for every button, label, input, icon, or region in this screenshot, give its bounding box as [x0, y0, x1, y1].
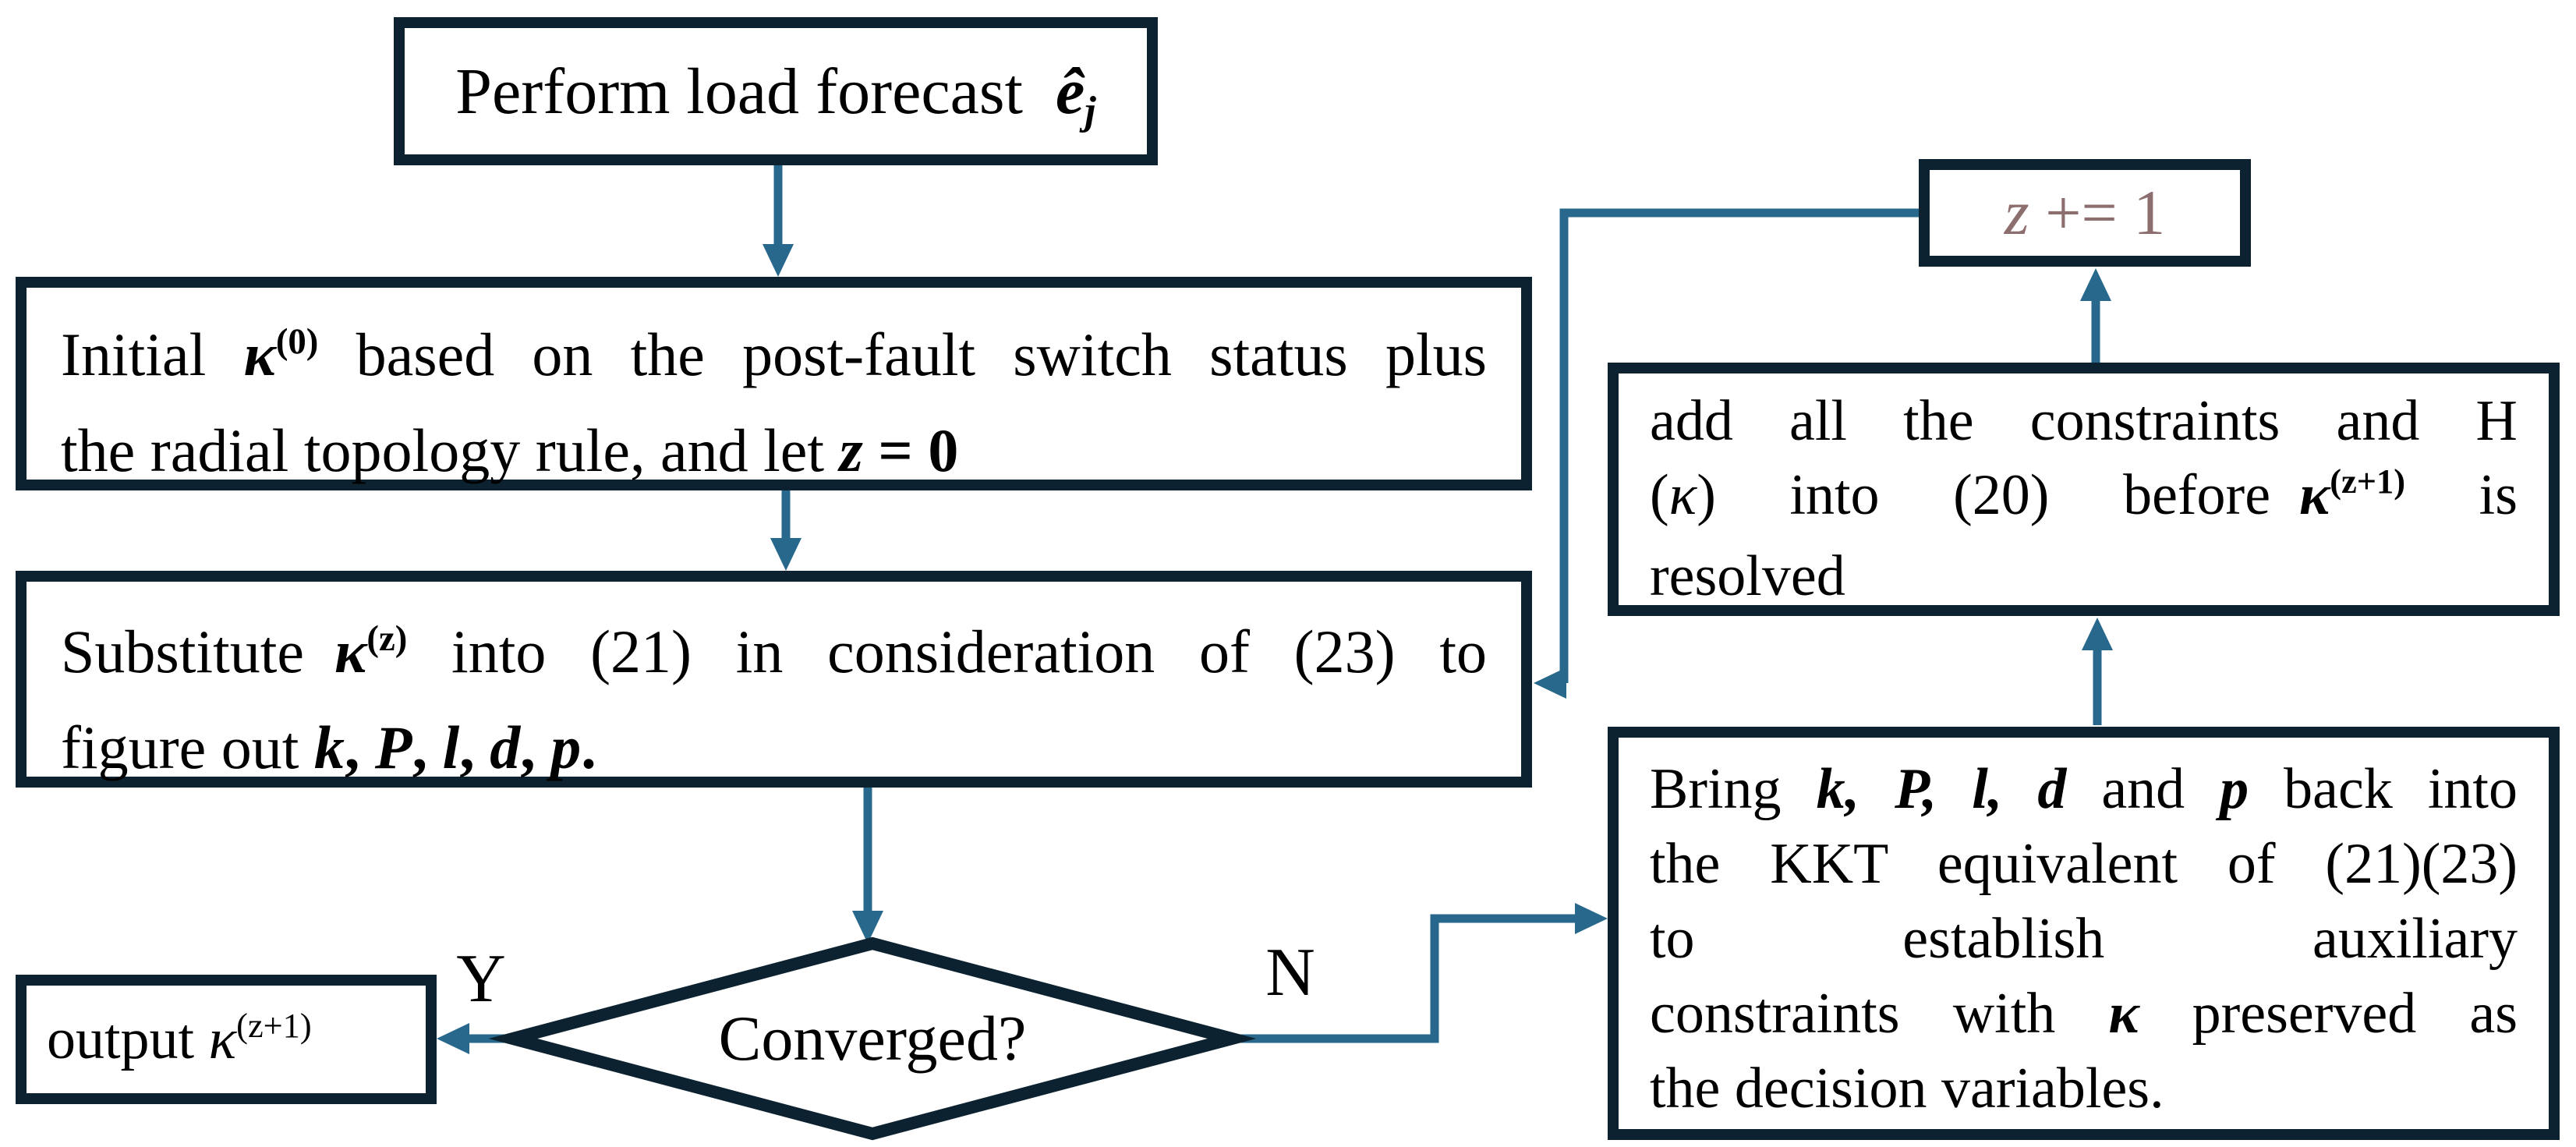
- node-text: output κ(z+1): [47, 1005, 312, 1071]
- arrowhead-up-increment: [2080, 268, 2111, 301]
- branch-label-no: N: [1265, 935, 1315, 1011]
- node-text-line: constraints with κ preserved as: [1650, 982, 2518, 1046]
- node-text-line: resolved: [1650, 544, 1845, 608]
- node-text-line: Initial κ(0) based on the post-fault swi…: [61, 320, 1487, 388]
- node-substitute-kappa: Substitute κ(z) into (21) in considerati…: [16, 571, 1532, 788]
- arrowhead-down-init: [763, 244, 794, 277]
- arrowhead-down-substitute: [770, 538, 801, 571]
- node-text: z += 1: [2004, 177, 2166, 248]
- branch-label-yes: Y: [456, 941, 506, 1017]
- decision-converged-label: Converged?: [718, 1003, 1027, 1074]
- arrowhead-left-substitute: [1534, 667, 1566, 699]
- node-text-line: figure out k, P, l, d, p.: [61, 713, 596, 781]
- node-text-line: the radial topology rule, and let z = 0: [61, 416, 959, 484]
- node-text-line: the KKT equivalent of (21)(23): [1650, 832, 2518, 896]
- node-output-kappa: output κ(z+1): [16, 975, 437, 1104]
- node-text-line: Bring k, P, l, d and p back into: [1650, 757, 2518, 821]
- node-text-line: add all the constraints and H: [1650, 389, 2518, 453]
- arrowhead-down-decision: [852, 911, 883, 943]
- node-bring-back-kkt: Bring k, P, l, d and p back into the KKT…: [1608, 727, 2560, 1140]
- arrowhead-left-output: [437, 1023, 469, 1054]
- node-text-line: the decision variables.: [1650, 1057, 2164, 1120]
- node-text-line: Substitute κ(z) into (21) in considerati…: [61, 618, 1487, 685]
- arrowhead-right-bring: [1575, 903, 1608, 934]
- node-text-line: to establish auxiliary: [1650, 907, 2518, 971]
- node-initial-kappa: Initial κ(0) based on the post-fault swi…: [16, 277, 1532, 490]
- arrowhead-up-add: [2082, 618, 2113, 650]
- node-z-increment: z += 1: [1919, 159, 2251, 267]
- node-perform-load-forecast: Perform load forecast êj: [394, 17, 1158, 165]
- node-add-constraints: add all the constraints and H (κ) into (…: [1608, 363, 2560, 616]
- node-text: Perform load forecast êj: [455, 55, 1096, 134]
- node-text-line: (κ) into (20) before κ(z+1) is: [1650, 462, 2518, 527]
